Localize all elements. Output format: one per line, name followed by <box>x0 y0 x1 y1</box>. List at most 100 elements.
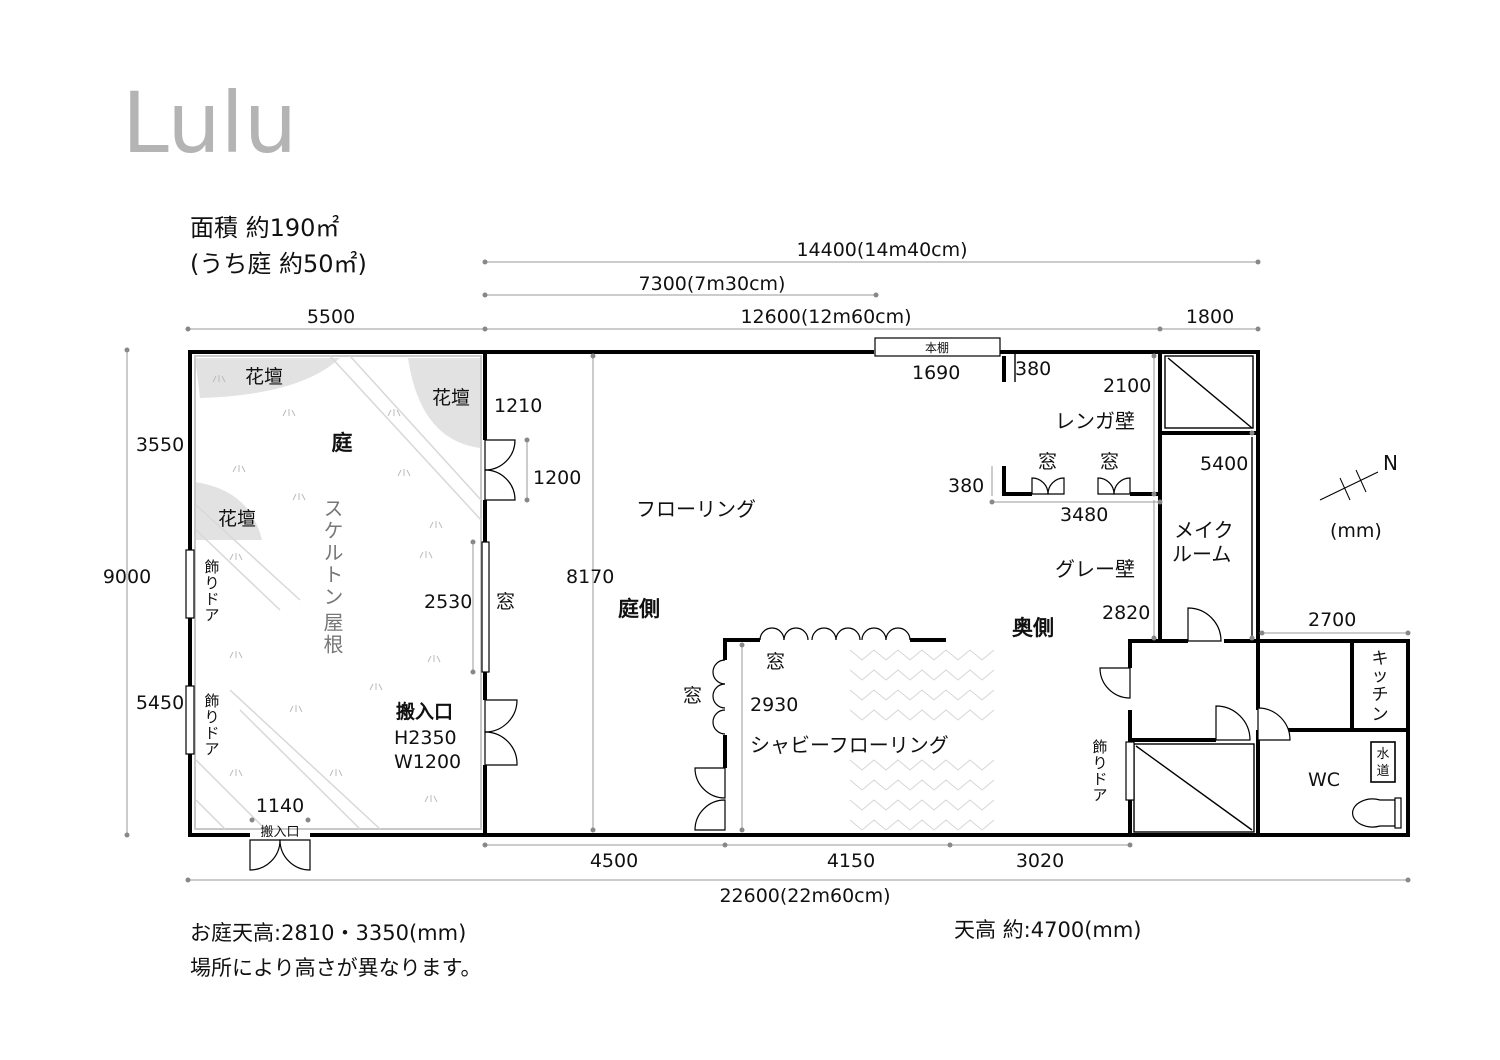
skeleton-roof-lines <box>195 355 482 830</box>
dim-2100: 2100 <box>1103 375 1151 397</box>
door-small-loading-b <box>279 839 311 871</box>
dim-2930: 2930 <box>750 694 798 716</box>
door-small-loading-a <box>249 839 281 871</box>
area-text: 面積 約190㎡ <box>190 214 339 242</box>
dim-2820: 2820 <box>1102 602 1150 624</box>
loading-entrance-label: 搬入口 <box>396 700 453 723</box>
dim-5500: 5500 <box>307 306 355 328</box>
dim-4500: 4500 <box>590 850 638 872</box>
room-labels: 花壇 花壇 花壇 庭 スケルトン 屋根 飾 り ド ア 飾 り ド ア 飾 り … <box>204 366 1388 840</box>
garden-height-subnote: 場所により高さが異なります。 <box>190 956 481 980</box>
wc-label: WC <box>1308 769 1340 791</box>
skeleton-roof-label-2: 屋根 <box>320 612 344 656</box>
dim-2700: 2700 <box>1308 609 1356 631</box>
grass-marks <box>212 375 443 803</box>
deco-door-l2-2: り <box>204 708 219 726</box>
loading-width-label: W1200 <box>394 751 461 773</box>
dim-1210: 1210 <box>494 395 542 417</box>
deco-door-l2-3: ド <box>204 724 219 742</box>
dimension-labels: 14400(14m40cm) 7300(7m30cm) 5500 12600(1… <box>103 239 1357 907</box>
deco-door-r-4: ア <box>1092 786 1107 804</box>
door-loading-a <box>484 699 518 733</box>
dim-2530: 2530 <box>424 591 472 613</box>
dim-1690: 1690 <box>912 362 960 384</box>
window-garden-side <box>481 541 490 673</box>
dim-1800: 1800 <box>1186 306 1234 328</box>
water-box <box>1370 741 1396 783</box>
window-label-shabby-top: 窓 <box>766 651 785 673</box>
door-1200-b <box>484 469 516 501</box>
door-shabby-b <box>694 799 726 831</box>
dim-5400: 5400 <box>1200 453 1248 475</box>
bookshelf <box>874 337 1001 357</box>
deco-door-r-3: ド <box>1092 770 1107 788</box>
kitchen-label-3: チ <box>1372 685 1389 705</box>
flooring-label: フローリング <box>636 497 756 521</box>
dim-8170: 8170 <box>566 566 614 588</box>
gray-wall-label: グレー壁 <box>1055 557 1135 581</box>
window-label-brick-1: 窓 <box>1038 451 1057 473</box>
makeup-room-label-1: メイク <box>1174 518 1234 542</box>
dim-1200: 1200 <box>533 467 581 489</box>
flowerbed-top-right <box>408 358 480 448</box>
water-label-2: 道 <box>1376 764 1389 779</box>
flowerbed-top-left <box>195 358 340 398</box>
back-side-label: 奥側 <box>1012 616 1054 640</box>
garden-label: 庭 <box>332 431 353 455</box>
deco-door-l1-3: ド <box>204 590 219 608</box>
storage-box-top <box>1164 355 1254 429</box>
door-makeup <box>1187 607 1222 642</box>
north-label: N <box>1383 451 1398 475</box>
dim-380-top: 380 <box>1015 358 1051 380</box>
dim-3020: 3020 <box>1016 850 1064 872</box>
skeleton-roof-label-1: スケルトン <box>320 498 344 608</box>
doors <box>249 439 1291 871</box>
water-label-1: 水 <box>1376 747 1389 762</box>
window-label-shabby-left: 窓 <box>683 685 702 707</box>
north-arrow-icon <box>1319 469 1379 501</box>
page-title: Lulu <box>122 74 297 172</box>
door-side <box>1099 667 1131 699</box>
flowerbed-label-1: 花壇 <box>245 366 283 388</box>
door-wc <box>1257 707 1291 741</box>
ceiling-height-note: 天高 約:4700(mm) <box>954 918 1142 942</box>
deco-door-l2-1: 飾 <box>204 692 219 710</box>
dim-5450: 5450 <box>136 692 184 714</box>
shabby-flooring-label: シャビーフローリング <box>750 733 949 757</box>
dim-4150: 4150 <box>827 850 875 872</box>
window-label-brick-2: 窓 <box>1100 451 1119 473</box>
door-shabby-a <box>694 767 726 799</box>
deco-door-l1-4: ア <box>204 606 219 624</box>
deco-door-left-lower[interactable] <box>185 685 195 755</box>
dim-9000: 9000 <box>103 566 151 588</box>
door-1200-a <box>484 439 516 471</box>
door-storage <box>1215 705 1251 741</box>
storage-box-bottom-diagonal <box>1135 745 1253 831</box>
deco-door-left-upper[interactable] <box>185 549 195 619</box>
deco-door-l1-1: 飾 <box>204 558 219 576</box>
dim-7300: 7300(7m30cm) <box>639 273 786 295</box>
unit-label: (mm) <box>1330 520 1382 542</box>
window-label-garden: 窓 <box>496 591 515 613</box>
dimension-lines <box>124 259 1411 883</box>
garden-height-note: お庭天高:2810・3350(mm) <box>190 921 466 945</box>
garden-side-label: 庭側 <box>618 597 660 621</box>
flowerbed-left <box>195 482 262 540</box>
dim-380-mid: 380 <box>948 475 984 497</box>
kitchen-label-4: ン <box>1372 705 1389 725</box>
loading-height-label: H2350 <box>394 727 457 749</box>
flowerbed-label-3: 花壇 <box>218 508 256 530</box>
garden-inner-border <box>194 355 482 830</box>
brick-wall-label: レンガ壁 <box>1055 409 1135 433</box>
deco-door-l1-2: り <box>204 574 219 592</box>
deco-door-r-2: り <box>1092 754 1107 772</box>
dim-14400: 14400(14m40cm) <box>796 239 967 261</box>
garden-area-text: (うち庭 約50㎡) <box>190 250 367 278</box>
flowerbed-label-2: 花壇 <box>432 387 470 409</box>
makeup-room-label-2: ルーム <box>1172 542 1231 566</box>
deco-door-right[interactable] <box>1125 741 1135 801</box>
dim-3550: 3550 <box>136 434 184 456</box>
loading-small-label: 搬入口 <box>260 825 299 840</box>
storage-box-top-diagonal <box>1167 357 1253 429</box>
